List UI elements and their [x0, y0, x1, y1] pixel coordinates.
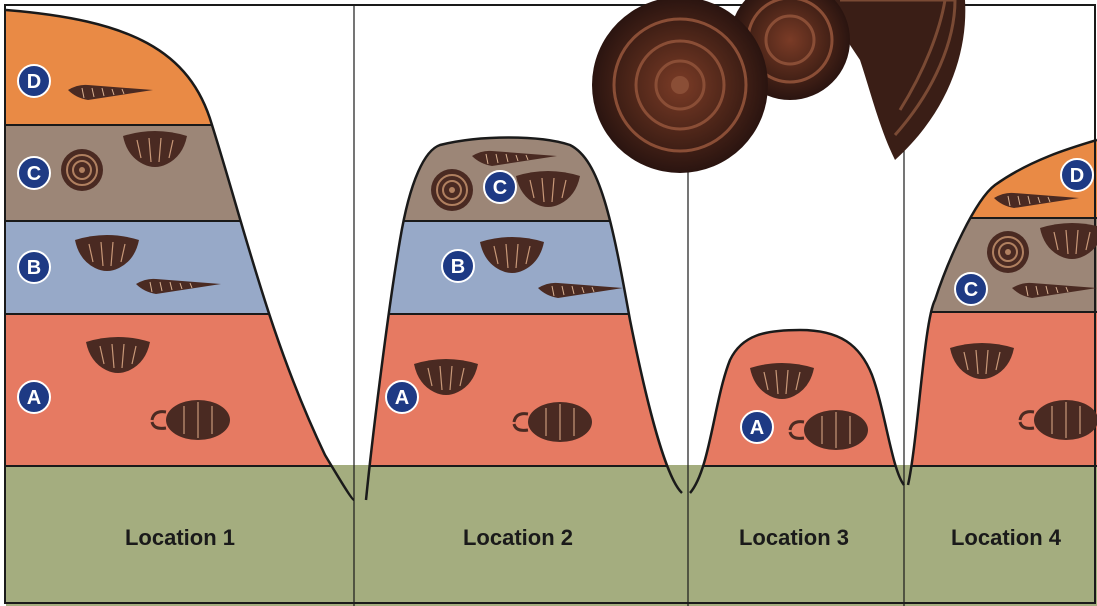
svg-text:C: C — [964, 279, 978, 301]
badge-c: C — [18, 157, 50, 189]
badge-a: A — [18, 381, 50, 413]
layer-c — [0, 125, 400, 221]
svg-text:D: D — [27, 71, 41, 93]
badge-d: D — [18, 65, 50, 97]
badge-b: B — [18, 251, 50, 283]
svg-text:B: B — [451, 256, 465, 278]
svg-text:A: A — [27, 387, 41, 409]
badge-c: C — [484, 171, 516, 203]
svg-text:D: D — [1070, 165, 1084, 187]
location-label: Location 3 — [739, 525, 849, 550]
location-label: Location 2 — [463, 525, 573, 550]
ammonite-icon — [987, 231, 1029, 273]
layer-a — [0, 314, 400, 467]
layer-d — [0, 0, 400, 125]
badge-d: D — [1061, 159, 1093, 191]
svg-text:A: A — [395, 387, 409, 409]
layer-a — [905, 312, 1097, 467]
ammonite-icon — [431, 169, 473, 211]
svg-text:A: A — [750, 417, 764, 439]
badge-c: C — [955, 273, 987, 305]
svg-text:B: B — [27, 257, 41, 279]
svg-text:C: C — [27, 163, 41, 185]
location-label: Location 4 — [951, 525, 1062, 550]
badge-a: A — [386, 381, 418, 413]
ammonite-icon — [61, 149, 103, 191]
location-label: Location 1 — [125, 525, 235, 550]
svg-text:C: C — [493, 177, 507, 199]
ammonite-photo-icon — [592, 0, 965, 173]
location-1-column — [0, 0, 400, 467]
badge-a: A — [741, 411, 773, 443]
layer-b — [0, 221, 400, 314]
badge-b: B — [442, 250, 474, 282]
